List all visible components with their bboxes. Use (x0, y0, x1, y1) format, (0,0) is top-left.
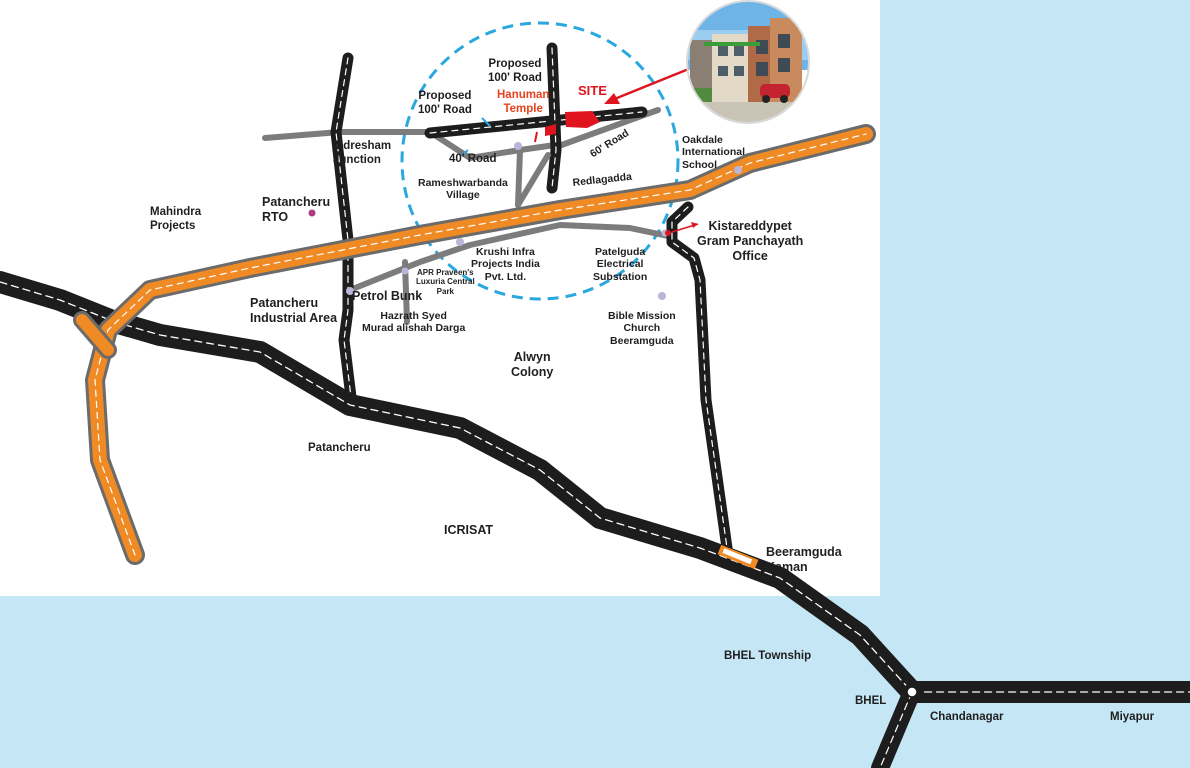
label-chandanagar: Chandanagar (930, 711, 1004, 723)
label-hanuman-temple: Hanuman Temple (497, 89, 550, 115)
label-icrisat: ICRISAT (444, 523, 494, 537)
site-plot-icon (565, 111, 600, 128)
label-bible-mission: Bible Mission Church Beeramguda (608, 310, 676, 347)
label-bhel-township: BHEL Township (724, 650, 812, 662)
label-beeramguda-kaman: Beeramguda Kaman (766, 545, 842, 574)
label-miyapur: Miyapur (1110, 711, 1155, 723)
label-oakdale-school: Oakdale International School (682, 134, 746, 171)
label-mahindra-projects: Mahindra Projects (150, 206, 202, 232)
label-rameshwarbanda-village: Rameshwarbanda Village (418, 177, 508, 202)
minor-road-indresham (262, 129, 558, 161)
label-patelguda-substation: Patelguda Electrical Substation (593, 246, 648, 283)
landmark-dots (308, 142, 742, 300)
hanuman-temple-marker (545, 124, 556, 136)
label-bhel: BHEL (855, 695, 887, 707)
apr-praveens-dot (401, 267, 409, 275)
label-petrol-bunk: Petrol Bunk (352, 289, 423, 303)
kistareddypet-dot (665, 230, 671, 236)
beeramguda-kaman-marker (717, 544, 759, 570)
site-radius-circle (400, 21, 680, 301)
label-indresham-junction: Indresham Junction (333, 140, 392, 166)
krushi-infra-dot (456, 238, 464, 246)
label-alwyn-colony: Alwyn Colony (511, 350, 554, 379)
label-site: SITE (578, 83, 607, 98)
label-kistareddypet: Kistareddypet Gram Panchayath Office (697, 219, 804, 263)
label-patancheru-rto: Patancheru RTO (262, 195, 331, 224)
kistareddypet-road (666, 201, 734, 561)
oakdale-school-dot (734, 166, 742, 174)
patancheru-rto-dot (308, 209, 316, 217)
label-40-road: 40' Road (449, 153, 497, 165)
bhel-junction-icon (906, 686, 918, 698)
label-proposed-100-road-left: Proposed 100' Road (418, 90, 472, 116)
minor-road-rameshwarbanda (515, 147, 523, 208)
petrol-bunk-dot (346, 287, 354, 295)
minor-road-petrol-bunk (347, 222, 671, 293)
proposed-roads (424, 42, 648, 208)
label-krushi-infra: Krushi Infra Projects India Pvt. Ltd. (471, 246, 540, 283)
label-proposed-100-road-top: Proposed 100' Road (488, 58, 542, 84)
label-patancheru-industrial: Patancheru Industrial Area (250, 296, 338, 325)
bible-mission-dot (658, 292, 666, 300)
label-apr-praveens: APR Praveen's Luxuria Central Park (416, 268, 475, 296)
label-hazrath-syed: Hazrath Syed Murad alishah Darga (362, 310, 466, 335)
label-patancheru: Patancheru (308, 442, 371, 454)
outer-ring-road (73, 124, 876, 565)
indresham-road (330, 52, 358, 411)
rameshwarbanda-dot (514, 142, 522, 150)
